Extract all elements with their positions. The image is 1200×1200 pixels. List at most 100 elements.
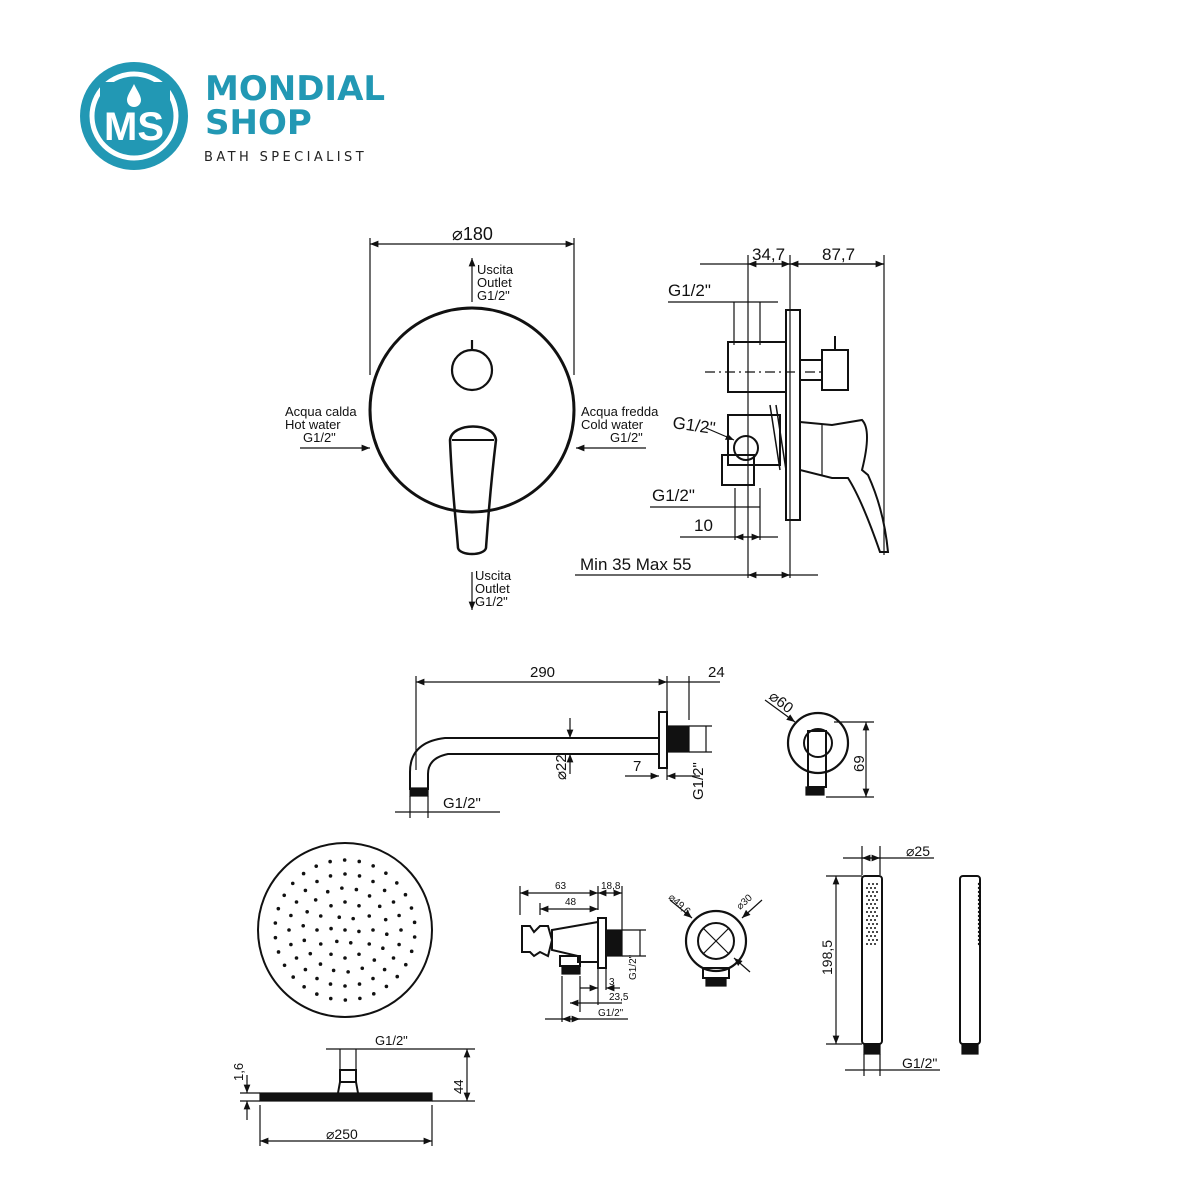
nozzle-dot <box>303 967 308 972</box>
nozzle-dot <box>391 900 396 904</box>
shower-arm-view <box>395 676 720 818</box>
hand-side-nozzle-dot <box>977 882 981 886</box>
nozzle-dot <box>394 881 399 885</box>
nozzle-dot <box>289 913 293 918</box>
elbow-dim-18-8: 18,8 <box>601 881 621 892</box>
mixer-side-view <box>575 255 890 579</box>
hand-nozzle-dot <box>866 935 868 937</box>
nozzle-dot <box>276 950 281 954</box>
head-height: 44 <box>451 1080 466 1094</box>
nozzle-dot <box>343 872 347 876</box>
arm-thread-end: G1/2" <box>443 795 481 812</box>
outlet-bottom-line1: Uscita <box>475 568 512 583</box>
nozzle-dot <box>315 928 319 932</box>
nozzle-dot <box>315 976 319 981</box>
nozzle-dot <box>399 928 403 932</box>
brand-logo: MS <box>80 62 188 170</box>
nozzle-dot <box>358 996 362 1001</box>
nozzle-dot <box>315 992 319 996</box>
hand-nozzle-dot <box>868 891 870 893</box>
nozzle-dot <box>384 984 389 989</box>
nozzle-dot <box>329 926 333 931</box>
hand-nozzle-dot <box>866 927 868 929</box>
nozzle-dot <box>273 921 278 925</box>
hand-nozzle-dot <box>872 907 874 909</box>
nozzle-dot <box>328 996 333 1001</box>
nozzle-dot <box>337 915 342 920</box>
hand-nozzle-dot <box>866 911 868 913</box>
hand-nozzle-dot <box>876 915 878 917</box>
arm-end-height: 69 <box>851 755 868 772</box>
hand-shower-front <box>826 846 940 1076</box>
nozzle-dot <box>331 968 336 973</box>
elbow-dim-63: 63 <box>555 881 567 892</box>
nozzle-dot <box>382 967 387 972</box>
hand-shower-length: 198,5 <box>819 940 835 975</box>
hand-side-nozzle-dot <box>977 942 981 946</box>
hot-water-line2: Hot water <box>285 417 341 432</box>
hand-nozzle-dot <box>874 919 876 921</box>
hand-nozzle-dot <box>876 907 878 909</box>
hand-nozzle-dot <box>868 939 870 941</box>
nozzle-dot <box>289 942 293 947</box>
hand-nozzle-dot <box>866 943 868 945</box>
nozzle-dot <box>357 929 361 934</box>
hand-nozzle-dot <box>868 931 870 933</box>
hand-nozzle-dot <box>870 895 872 897</box>
wall-elbow-side <box>519 886 646 1023</box>
side-thread-mid: G1/2" <box>671 413 716 438</box>
nozzle-dot <box>409 906 414 910</box>
elbow-dim-48: 48 <box>565 897 577 908</box>
elbow-dim-23-5: 23,5 <box>609 992 629 1003</box>
nozzle-dot <box>346 970 350 974</box>
cold-water-line3: G1/2" <box>610 430 643 445</box>
nozzle-dot <box>291 975 296 979</box>
outlet-bottom-line2: Outlet <box>475 581 510 596</box>
elbow-thread-side: G1/2" <box>628 954 639 980</box>
hand-side-nozzle-dot <box>977 922 981 926</box>
nozzle-dot <box>343 998 348 1002</box>
hand-side-nozzle-dot <box>977 886 981 890</box>
hand-side-nozzle-dot <box>977 926 981 930</box>
brand-name-line2: SHOP <box>205 103 312 143</box>
water-drop-icon <box>127 84 141 107</box>
hand-nozzle-dot <box>876 883 878 885</box>
hand-nozzle-dot <box>872 899 874 901</box>
cold-water-line1: Acqua fredda <box>581 404 659 419</box>
hand-nozzle-dot <box>870 943 872 945</box>
nozzle-dot <box>305 909 309 914</box>
nozzle-dot <box>371 976 375 981</box>
hand-nozzle-dot <box>870 919 872 921</box>
hand-nozzle-dot <box>874 887 876 889</box>
hand-nozzle-dot <box>874 927 876 929</box>
arm-length: 290 <box>530 664 555 681</box>
nozzle-dot <box>287 928 291 932</box>
nozzle-dot <box>397 913 401 918</box>
hot-water-line1: Acqua calda <box>285 404 357 419</box>
nozzle-dot <box>357 952 361 957</box>
hand-nozzle-dot <box>876 939 878 941</box>
hand-nozzle-dot <box>874 943 876 945</box>
nozzle-dot <box>340 886 344 890</box>
nozzle-dot <box>371 992 376 996</box>
shower-head-plan <box>257 842 433 1018</box>
hand-nozzle-dot <box>872 915 874 917</box>
hand-nozzle-dot <box>872 923 874 925</box>
nozzle-dot <box>318 942 323 946</box>
hand-nozzle-dot <box>872 939 874 941</box>
nozzle-dot <box>397 942 401 947</box>
nozzle-dot <box>328 874 333 878</box>
mixer-diameter-label: ⌀180 <box>452 224 493 244</box>
hand-nozzle-dot <box>870 887 872 889</box>
hand-nozzle-dot <box>872 931 874 933</box>
nozzle-dot <box>276 906 281 911</box>
hand-side-nozzle-dot <box>977 938 981 942</box>
nozzle-dot <box>403 962 408 967</box>
nozzle-dot <box>403 892 408 897</box>
nozzle-dot <box>315 879 319 884</box>
nozzle-dot <box>391 956 396 960</box>
nozzle-dot <box>357 982 362 986</box>
nozzle-dot <box>328 982 333 986</box>
elbow-thread-bottom: G1/2" <box>598 1008 624 1019</box>
